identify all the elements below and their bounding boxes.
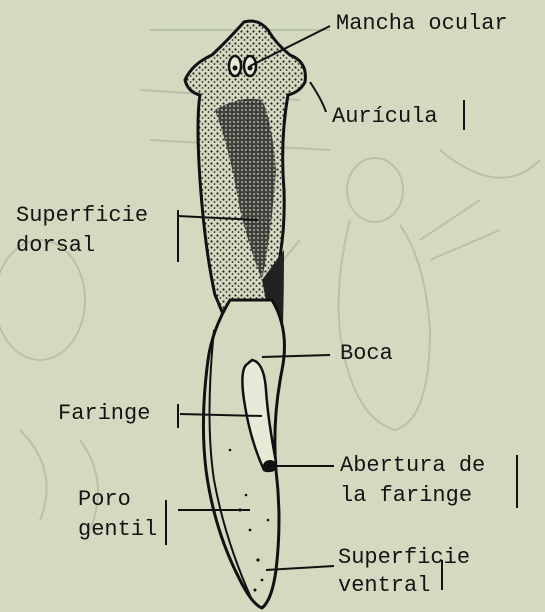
label-pharynx-opening-line1: Abertura de (340, 454, 485, 478)
worm-body (185, 21, 305, 608)
label-mouth: Boca (340, 342, 393, 366)
label-pharynx-opening-line2: la faringe (340, 484, 472, 508)
label-dorsal-surface-line1: Superficie (16, 204, 148, 228)
leader-auricle (310, 82, 326, 112)
label-pharynx: Faringe (58, 402, 150, 426)
label-eye-spot: Mancha ocular (336, 12, 508, 36)
label-genital-pore-line1: Poro (78, 488, 131, 512)
label-genital-pore-line2: gentil (78, 518, 157, 542)
label-ventral-surface-line1: Superficie (338, 546, 470, 570)
label-dorsal-surface-line2: dorsal (16, 234, 95, 258)
label-auricle: Aurícula (332, 105, 438, 129)
label-ventral-surface-line2: ventral (338, 574, 430, 598)
